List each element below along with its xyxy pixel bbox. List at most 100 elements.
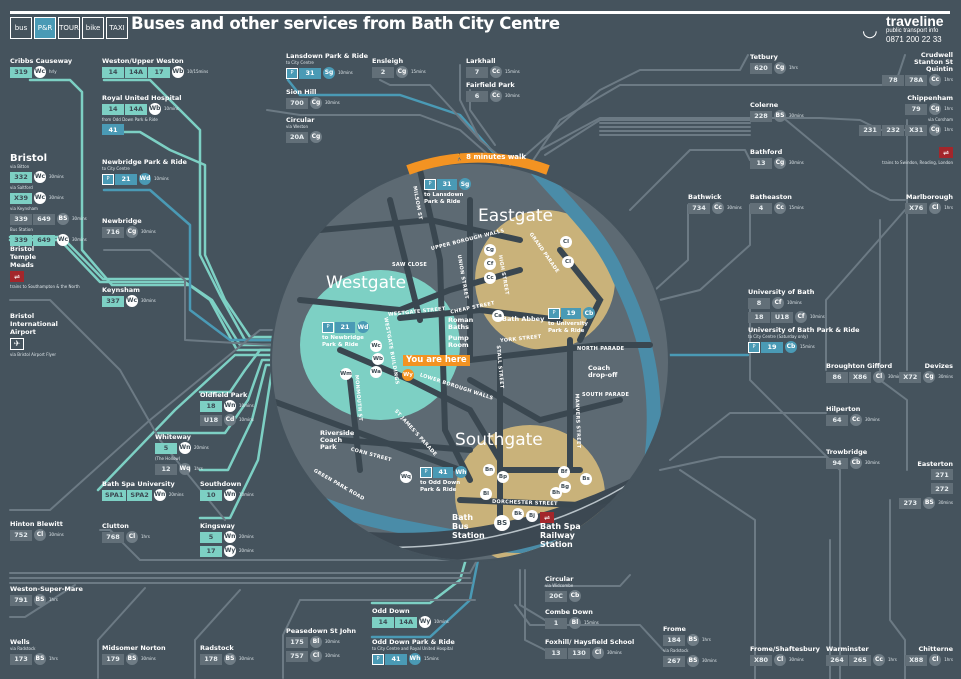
- map-stop[interactable]: Bl: [480, 488, 492, 500]
- route-number[interactable]: 19: [761, 341, 783, 353]
- map-stop[interactable]: Cl: [560, 236, 572, 248]
- map-stop[interactable]: Bs: [580, 473, 592, 485]
- route-number[interactable]: 232: [882, 124, 905, 136]
- route-number[interactable]: X86: [849, 371, 871, 383]
- route-number[interactable]: 21: [335, 321, 355, 333]
- route-number[interactable]: 5: [155, 442, 177, 454]
- map-stop[interactable]: Wy: [402, 369, 414, 381]
- route-number[interactable]: 178: [200, 653, 222, 665]
- route-number[interactable]: 1: [545, 617, 567, 629]
- route-number[interactable]: 6: [466, 90, 488, 102]
- route-number[interactable]: 8: [748, 297, 770, 309]
- route-number[interactable]: 265: [849, 654, 871, 666]
- route-number[interactable]: 64: [826, 414, 848, 426]
- route-number[interactable]: 18: [748, 311, 770, 323]
- route-number[interactable]: U18: [771, 311, 793, 323]
- route-number[interactable]: 14A: [125, 103, 147, 115]
- route-number[interactable]: 271: [931, 469, 953, 480]
- route-number[interactable]: 339: [10, 213, 32, 225]
- route-number[interactable]: 41: [433, 466, 453, 478]
- route-number[interactable]: 18: [200, 400, 222, 412]
- map-stop[interactable]: Cc: [484, 272, 496, 284]
- route-number[interactable]: SPA1: [102, 489, 127, 501]
- route-number[interactable]: 734: [688, 202, 710, 214]
- route-number[interactable]: 31: [299, 67, 321, 79]
- route-number[interactable]: 20A: [286, 131, 308, 143]
- route-number[interactable]: 700: [286, 97, 308, 109]
- map-stop[interactable]: Bk: [512, 508, 524, 520]
- route-number[interactable]: 173: [10, 653, 32, 665]
- route-number[interactable]: 94: [826, 457, 848, 469]
- route-number[interactable]: X76: [905, 202, 928, 214]
- route-number[interactable]: X39: [10, 192, 32, 204]
- route-number[interactable]: 79: [905, 103, 928, 115]
- route-number[interactable]: X80: [750, 654, 772, 666]
- route-number[interactable]: 267: [663, 655, 685, 667]
- map-stop[interactable]: Wc: [370, 340, 382, 352]
- route-number[interactable]: X72: [899, 371, 922, 383]
- route-number[interactable]: 14A: [125, 66, 147, 78]
- route-number[interactable]: 2: [372, 66, 394, 78]
- route-number[interactable]: 716: [102, 226, 124, 238]
- route-number[interactable]: 179: [102, 653, 124, 665]
- route-number[interactable]: 752: [10, 529, 32, 541]
- route-number[interactable]: 19: [561, 307, 581, 319]
- route-number[interactable]: 339: [10, 234, 32, 246]
- map-stop[interactable]: Wa: [370, 366, 382, 378]
- route-number[interactable]: U18: [200, 414, 222, 426]
- map-stop[interactable]: Wb: [372, 353, 384, 365]
- map-stop[interactable]: Wm: [340, 368, 352, 380]
- route-number[interactable]: 337: [102, 295, 124, 307]
- map-stop[interactable]: Cg: [484, 244, 496, 256]
- route-number[interactable]: 7: [466, 66, 488, 78]
- route-number[interactable]: 12: [155, 463, 177, 475]
- route-number[interactable]: 228: [750, 110, 772, 122]
- map-stop[interactable]: Cf: [484, 258, 496, 270]
- map-stop[interactable]: Cl: [562, 256, 574, 268]
- route-number[interactable]: 649: [33, 213, 55, 225]
- map-stop[interactable]: Ca: [492, 310, 504, 322]
- route-number[interactable]: 791: [10, 594, 32, 606]
- route-number[interactable]: SPA2: [127, 489, 152, 501]
- route-number[interactable]: 21: [115, 173, 137, 185]
- route-number[interactable]: 86: [826, 371, 848, 383]
- route-number[interactable]: 273: [899, 497, 922, 509]
- route-number[interactable]: 78: [882, 74, 905, 86]
- map-stop[interactable]: Bj: [526, 510, 538, 522]
- route-number[interactable]: 78A: [905, 74, 928, 86]
- route-number[interactable]: 14: [372, 616, 394, 628]
- map-stop[interactable]: Bp: [497, 471, 509, 483]
- route-number[interactable]: 4: [750, 202, 772, 214]
- map-stop[interactable]: Bf: [558, 466, 570, 478]
- route-number[interactable]: 14: [102, 103, 124, 115]
- route-number[interactable]: 757: [286, 650, 308, 662]
- route-number[interactable]: 14A: [395, 616, 417, 628]
- route-number[interactable]: 5: [200, 531, 222, 543]
- route-number[interactable]: 231: [859, 124, 882, 136]
- route-number[interactable]: 264: [826, 654, 848, 666]
- route-number[interactable]: 14: [102, 66, 124, 78]
- map-stop[interactable]: BS: [494, 515, 510, 531]
- route-number[interactable]: 17: [200, 545, 222, 557]
- route-number[interactable]: X31: [905, 124, 928, 136]
- map-stop[interactable]: Wq: [400, 471, 412, 483]
- route-number[interactable]: 184: [663, 634, 685, 646]
- route-number[interactable]: 272: [931, 483, 953, 494]
- route-number[interactable]: 768: [102, 531, 124, 543]
- route-number[interactable]: 41: [385, 653, 407, 665]
- route-number[interactable]: 319: [10, 66, 32, 78]
- route-number[interactable]: 13: [545, 647, 567, 659]
- route-number[interactable]: 649: [33, 234, 55, 246]
- route-number[interactable]: 13: [750, 157, 772, 169]
- route-number[interactable]: 20C: [545, 590, 567, 602]
- route-number[interactable]: 130: [568, 647, 590, 659]
- route-number[interactable]: 41: [102, 124, 124, 135]
- route-number[interactable]: X88: [905, 654, 928, 666]
- route-number[interactable]: 31: [437, 178, 457, 190]
- map-stop[interactable]: Bg: [559, 481, 571, 493]
- route-number[interactable]: 10: [200, 489, 222, 501]
- map-stop[interactable]: Bn: [483, 464, 495, 476]
- route-number[interactable]: 332: [10, 171, 32, 183]
- route-number[interactable]: 620: [750, 62, 772, 74]
- route-number[interactable]: 175: [286, 636, 308, 648]
